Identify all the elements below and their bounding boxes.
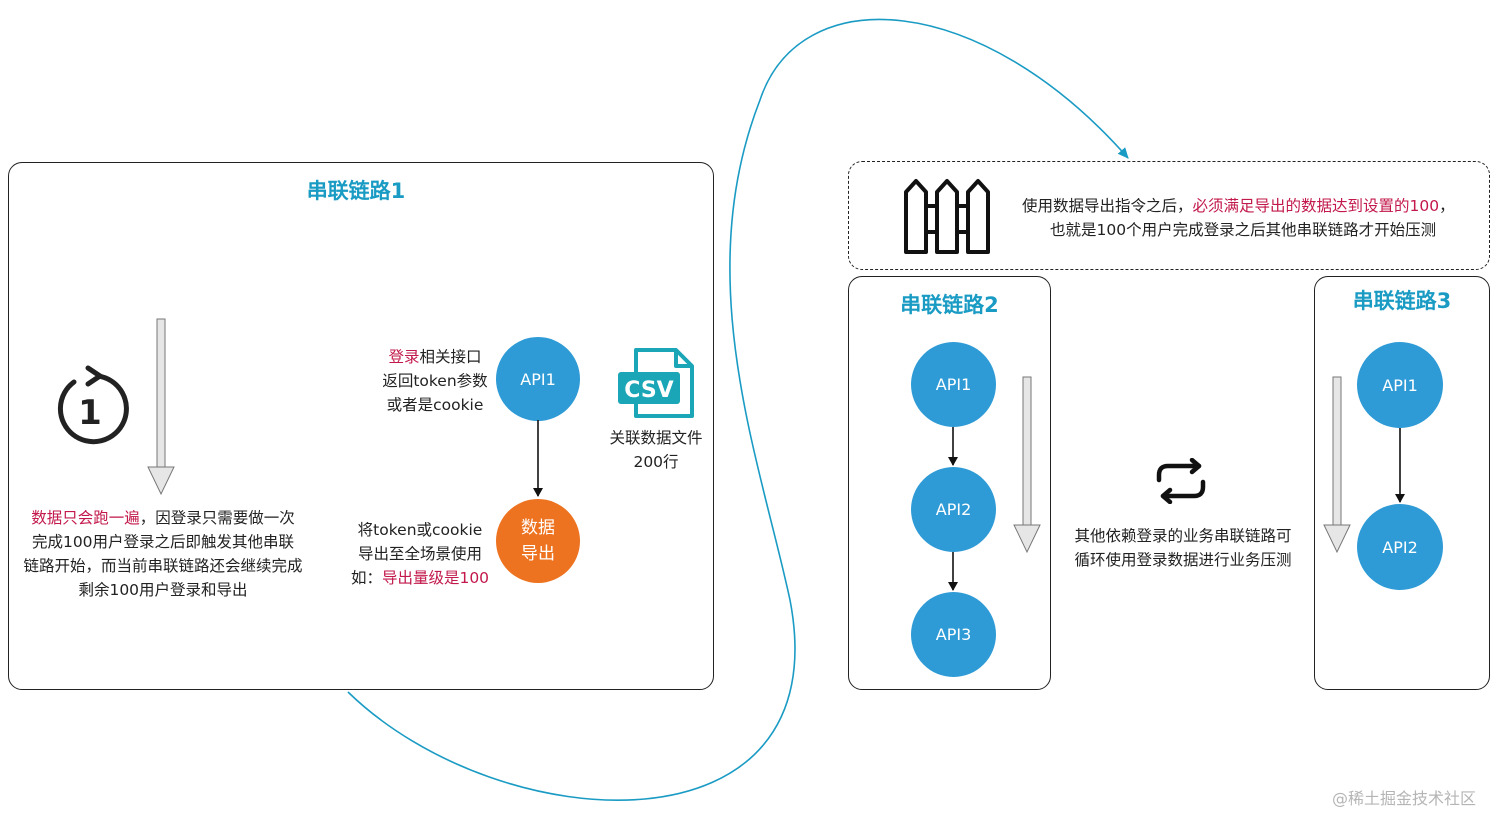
svg-text:1: 1: [78, 393, 102, 433]
csv-description: 关联数据文件 200行: [609, 429, 703, 471]
flow-curve: [347, 18, 1129, 801]
chain1-edge: [533, 420, 543, 497]
chain3-api2-node: API2: [1357, 504, 1443, 590]
login-description: 登录相关接口 返回token参数 或者是cookie: [382, 348, 488, 414]
chain1-note: 数据只会跑一遍，因登录只需要做一次 完成100用户登录之后即触发其他串联 链路开…: [23, 509, 303, 599]
chain1-api1-node: API1: [496, 337, 580, 421]
barrier-text: 使用数据导出指令之后，必须满足导出的数据达到设置的100， 也就是100个用户完…: [1022, 197, 1455, 239]
chain2-box: 串联链路2: [848, 276, 1051, 690]
replay-once-icon: 1: [57, 365, 129, 445]
chain2-title: 串联链路2: [900, 293, 999, 317]
export-description: 将token或cookie 导出至全场景使用 如：导出量级是100: [350, 521, 490, 587]
loop-note: 其他依赖登录的业务串联链路可 循环使用登录数据进行业务压测: [1074, 527, 1292, 569]
chain3-api1-node: API1: [1357, 342, 1443, 428]
chain2-edge-2: [948, 552, 958, 591]
chain3-box: 串联链路3: [1314, 276, 1490, 690]
svg-text:CSV: CSV: [624, 378, 673, 403]
down-arrow-icon: [1013, 376, 1041, 554]
chain1-box: 串联链路1: [8, 162, 714, 690]
chain2-api1-node: API1: [911, 342, 996, 427]
chain2-api2-node: API2: [911, 467, 996, 552]
fence-icon: [904, 179, 990, 254]
csv-file-icon: CSV: [618, 348, 694, 418]
chain2-edge-1: [948, 427, 958, 466]
chain3-edge: [1395, 428, 1405, 503]
watermark: @稀土掘金技术社区: [1332, 789, 1477, 808]
loop-icon: [1156, 458, 1206, 504]
data-export-node: 数据导出: [496, 499, 580, 583]
down-arrow-icon: [147, 318, 175, 496]
barrier-box: [848, 161, 1490, 270]
down-arrow-icon: [1323, 376, 1351, 554]
chain2-api3-node: API3: [911, 592, 996, 677]
chain3-title: 串联链路3: [1352, 289, 1452, 313]
chain1-title: 串联链路1: [306, 179, 406, 203]
